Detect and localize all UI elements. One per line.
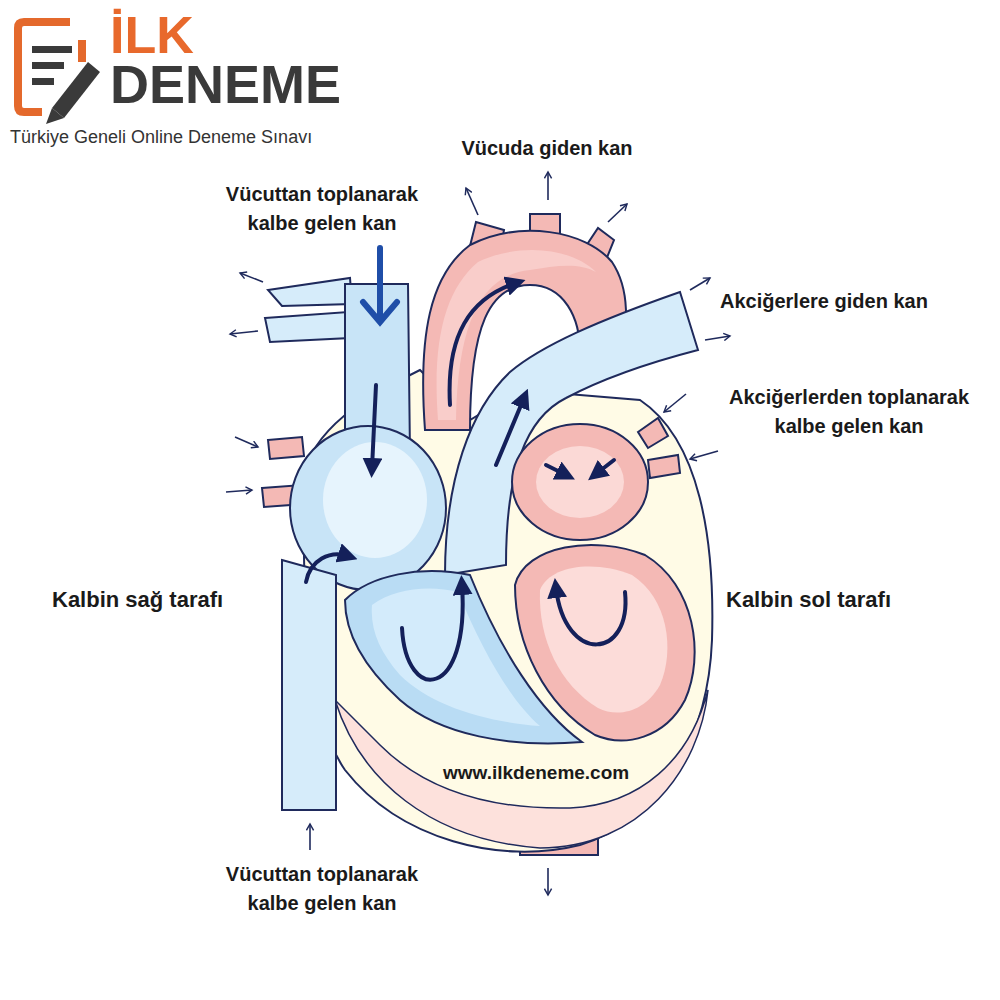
flow-arrow bbox=[306, 283, 626, 680]
heart-part bbox=[608, 204, 627, 222]
flow-label: Akciğerlerden toplanarak kalbe gelen kan bbox=[702, 383, 996, 441]
heart-part bbox=[547, 868, 549, 895]
left-atrium bbox=[512, 424, 648, 540]
heart-part bbox=[547, 172, 549, 200]
heart-part bbox=[466, 188, 478, 215]
heart-part bbox=[230, 331, 258, 334]
heart-part bbox=[690, 278, 710, 290]
direction-arrow bbox=[226, 172, 730, 895]
flow-label: Akciğerlere giden kan bbox=[720, 287, 992, 316]
side-label: Kalbin sol tarafı bbox=[726, 584, 986, 616]
heart-part bbox=[372, 385, 376, 468]
right-atrium bbox=[290, 426, 446, 590]
side-label: Kalbin sağ tarafı bbox=[52, 584, 292, 616]
heart-part bbox=[363, 302, 397, 322]
heart-part bbox=[46, 108, 64, 124]
pulmonary-branch bbox=[268, 278, 352, 306]
flow-label: Vücuttan toplanarak kalbe gelen kan bbox=[198, 180, 446, 238]
pulmonary-vein bbox=[268, 437, 304, 459]
heart-part bbox=[402, 585, 463, 680]
logo-icon bbox=[18, 22, 100, 124]
pulmonary-vein bbox=[638, 418, 668, 448]
heart-part bbox=[52, 62, 100, 118]
pulmonary-vein bbox=[648, 455, 680, 478]
heart-part bbox=[496, 398, 524, 465]
inferior-vena-cava bbox=[282, 560, 336, 810]
flow-label: Vücuda giden kan bbox=[397, 134, 697, 163]
heart-part bbox=[306, 554, 348, 582]
flow-label: Vücuttan toplanarak kalbe gelen kan bbox=[198, 860, 446, 918]
left-ventricle bbox=[515, 545, 695, 740]
logo-text: DENEME bbox=[110, 56, 410, 113]
heart-part bbox=[235, 437, 258, 447]
heart-part bbox=[664, 394, 686, 412]
watermark: www.ilkdeneme.com bbox=[440, 762, 632, 785]
left-ventricle-inner bbox=[540, 567, 668, 713]
heart-part bbox=[309, 824, 311, 850]
left-atrium-inner bbox=[536, 446, 624, 518]
heart-part bbox=[546, 465, 566, 475]
logo-text: İLK bbox=[110, 8, 310, 63]
pulmonary-branch bbox=[265, 312, 350, 342]
heart-part bbox=[240, 273, 263, 282]
pulmonary-artery bbox=[445, 292, 698, 575]
heart-part bbox=[32, 62, 64, 69]
heart-part bbox=[78, 40, 86, 62]
logo-tagline: Türkiye Geneli Online Deneme Sınavı bbox=[10, 127, 390, 149]
heart-part bbox=[226, 490, 252, 492]
heart-part bbox=[377, 248, 383, 318]
entry-arrow bbox=[363, 248, 397, 322]
heart-part bbox=[556, 588, 626, 644]
heart-part bbox=[690, 451, 718, 459]
heart-part bbox=[705, 336, 730, 340]
heart-part bbox=[32, 78, 54, 85]
heart-part bbox=[596, 460, 614, 474]
heart-part bbox=[32, 46, 72, 53]
heart-part bbox=[450, 283, 516, 405]
right-atrium-inner bbox=[323, 442, 427, 558]
